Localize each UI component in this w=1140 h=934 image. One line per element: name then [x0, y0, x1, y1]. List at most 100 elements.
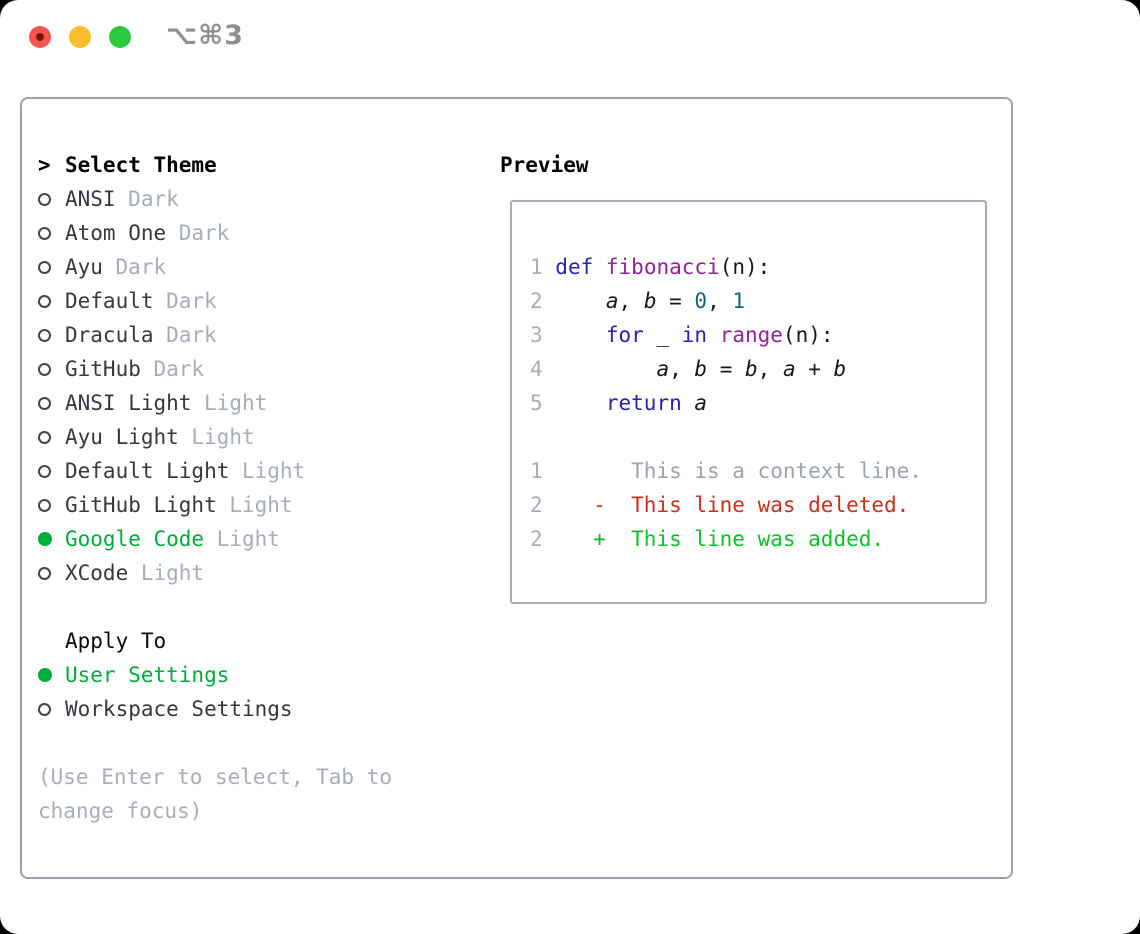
code-token: a — [782, 357, 796, 381]
window-shortcut-label: ⌥⌘3 — [166, 20, 244, 51]
code-token: (n): — [782, 323, 834, 347]
line-number: 1 — [530, 459, 556, 483]
code-token — [707, 323, 720, 347]
apply-option-label: User Settings — [65, 663, 230, 687]
code-line: 2 a, b = 0, 1 — [530, 284, 985, 318]
code-token — [555, 357, 656, 381]
code-token: = — [707, 357, 745, 381]
help-text: (Use Enter to select, Tab to change focu… — [38, 765, 393, 823]
diff-text: This is a context line. — [555, 459, 922, 483]
line-number: 4 — [530, 357, 556, 381]
theme-variant: Light — [204, 391, 268, 415]
diff-line-context: 1 This is a context line. — [530, 454, 985, 488]
apply-option-user-settings[interactable]: User Settings — [38, 658, 483, 692]
code-token: a — [605, 289, 619, 313]
radio-icon — [38, 362, 51, 376]
line-number: 2 — [530, 289, 556, 313]
close-button[interactable] — [29, 26, 51, 48]
theme-variant: Dark — [115, 255, 167, 279]
theme-option-ansi[interactable]: ANSI Dark — [38, 182, 483, 216]
code-token: b — [643, 289, 657, 313]
theme-name: XCode — [65, 561, 129, 585]
code-token — [555, 289, 606, 313]
code-token: b — [694, 357, 708, 381]
theme-name: ANSI — [65, 187, 116, 211]
theme-variant: Dark — [166, 289, 217, 313]
diff-line-added: 2 + This line was added. — [530, 522, 985, 556]
theme-variant: Dark — [128, 187, 179, 211]
apply-to-title: Apply To — [65, 629, 167, 653]
line-number: 2 — [530, 527, 556, 551]
zoom-button[interactable] — [109, 26, 131, 48]
code-token — [555, 323, 606, 347]
theme-variant: Light — [241, 459, 306, 483]
radio-icon — [38, 498, 51, 512]
minimize-button[interactable] — [69, 26, 91, 48]
theme-option-github[interactable]: GitHub Dark — [38, 352, 483, 386]
radio-icon — [38, 430, 51, 444]
theme-option-ayu-light[interactable]: Ayu Light Light — [38, 420, 483, 454]
theme-name: GitHub — [65, 357, 141, 381]
radio-icon — [38, 260, 51, 274]
diff-text: + This line was added. — [555, 527, 885, 551]
theme-option-ayu[interactable]: Ayu Dark — [38, 250, 483, 284]
radio-icon — [38, 294, 51, 308]
radio-selected-icon — [38, 532, 52, 546]
spacer — [38, 590, 483, 624]
code-token: b — [833, 357, 847, 381]
code-token: a — [656, 357, 670, 381]
diff-line-deleted: 2 - This line was deleted. — [530, 488, 985, 522]
select-theme-title: Select Theme — [65, 153, 217, 177]
theme-name: Dracula — [65, 323, 154, 347]
code-token: fibonacci — [605, 255, 720, 279]
code-token: + — [795, 357, 834, 381]
theme-name: Google Code — [65, 527, 205, 551]
radio-icon — [38, 566, 51, 580]
theme-option-xcode[interactable]: XCode Light — [38, 556, 483, 590]
radio-icon — [38, 328, 51, 342]
radio-icon — [38, 396, 51, 410]
line-number: 2 — [530, 493, 556, 517]
radio-icon — [38, 226, 51, 240]
theme-option-dracula[interactable]: Dracula Dark — [38, 318, 483, 352]
theme-variant: Light — [229, 493, 293, 517]
theme-variant: Light — [140, 561, 205, 585]
preview-title: Preview — [500, 153, 589, 177]
theme-option-default[interactable]: Default Dark — [38, 284, 483, 318]
apply-to-title-row: Apply To — [38, 624, 483, 658]
theme-name: Atom One — [65, 221, 167, 245]
diff-preview: 1 This is a context line.2 - This line w… — [530, 454, 985, 556]
apply-option-label: Workspace Settings — [65, 697, 293, 721]
code-token: , — [669, 357, 695, 381]
line-number: 5 — [530, 391, 556, 415]
code-token: 0 — [694, 289, 708, 313]
cursor-indicator: > — [38, 153, 51, 177]
code-token: def — [555, 255, 594, 279]
radio-icon — [38, 192, 51, 206]
theme-variant: Dark — [153, 357, 205, 381]
code-token: 1 — [732, 289, 746, 313]
apply-option-workspace-settings[interactable]: Workspace Settings — [38, 692, 483, 726]
theme-name: Default — [65, 289, 154, 313]
code-token — [682, 391, 695, 415]
theme-variant: Dark — [166, 323, 217, 347]
theme-variant: Light — [216, 527, 280, 551]
code-token: return — [605, 391, 682, 415]
code-line: 1 def fibonacci(n): — [530, 250, 985, 284]
code-line: 5 return a — [530, 386, 985, 420]
diff-text: - This line was deleted. — [555, 493, 910, 517]
theme-name: Ayu Light — [65, 425, 179, 449]
theme-variant: Light — [191, 425, 255, 449]
theme-name: Ayu — [65, 255, 103, 279]
theme-option-google-code[interactable]: Google Code Light — [38, 522, 483, 556]
code-token: b — [745, 357, 758, 381]
code-token: (n): — [719, 255, 771, 279]
